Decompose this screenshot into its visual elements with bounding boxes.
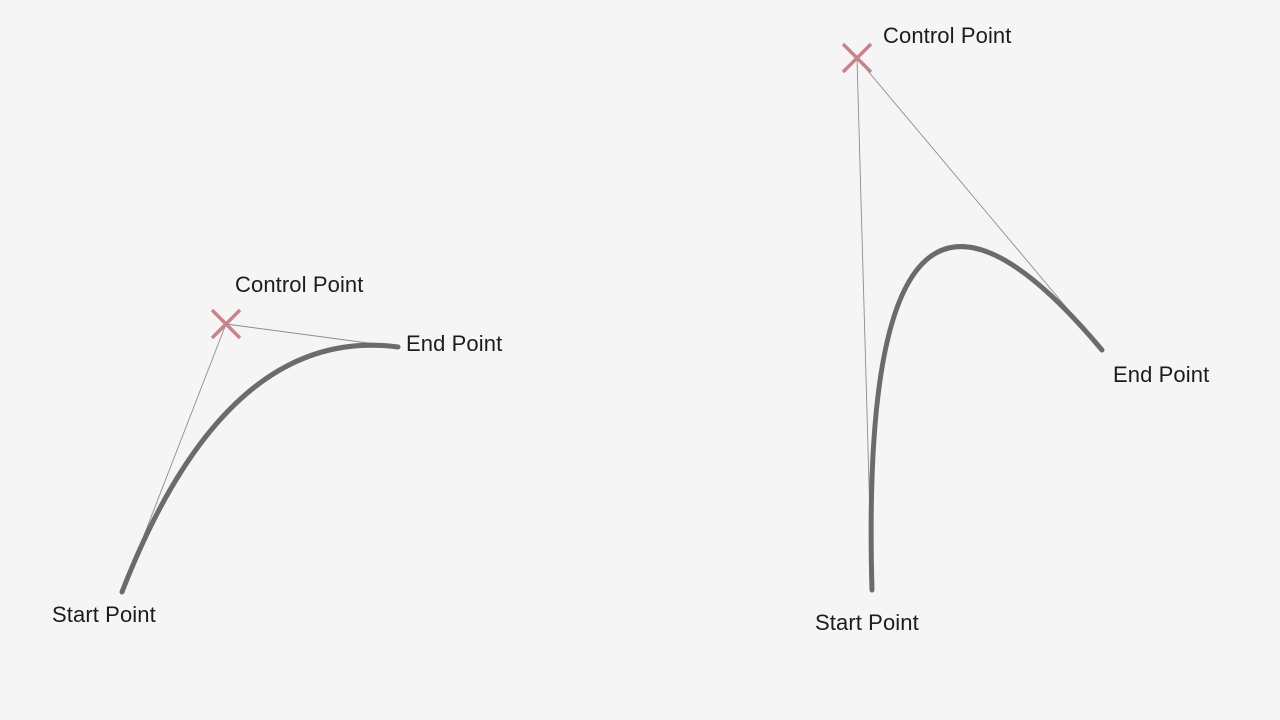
end-point-label-right: End Point xyxy=(1113,362,1210,387)
end-point-label-left: End Point xyxy=(406,331,503,356)
bezier-curve-right xyxy=(868,244,1105,593)
control-point-x-icon-right[interactable] xyxy=(841,42,873,74)
diagram-shallow-quadratic-curve xyxy=(119,308,401,595)
start-point-label-right: Start Point xyxy=(815,610,919,635)
start-point-label-left: Start Point xyxy=(52,602,156,627)
diagram-steep-quadratic-curve xyxy=(841,42,1105,593)
control-point-x-icon-left[interactable] xyxy=(210,308,242,340)
guide-line-control-to-end-right xyxy=(856,57,1103,351)
control-point-label-right: Control Point xyxy=(883,23,1012,48)
control-point-label-left: Control Point xyxy=(235,272,364,297)
bezier-curve-left xyxy=(119,342,401,595)
